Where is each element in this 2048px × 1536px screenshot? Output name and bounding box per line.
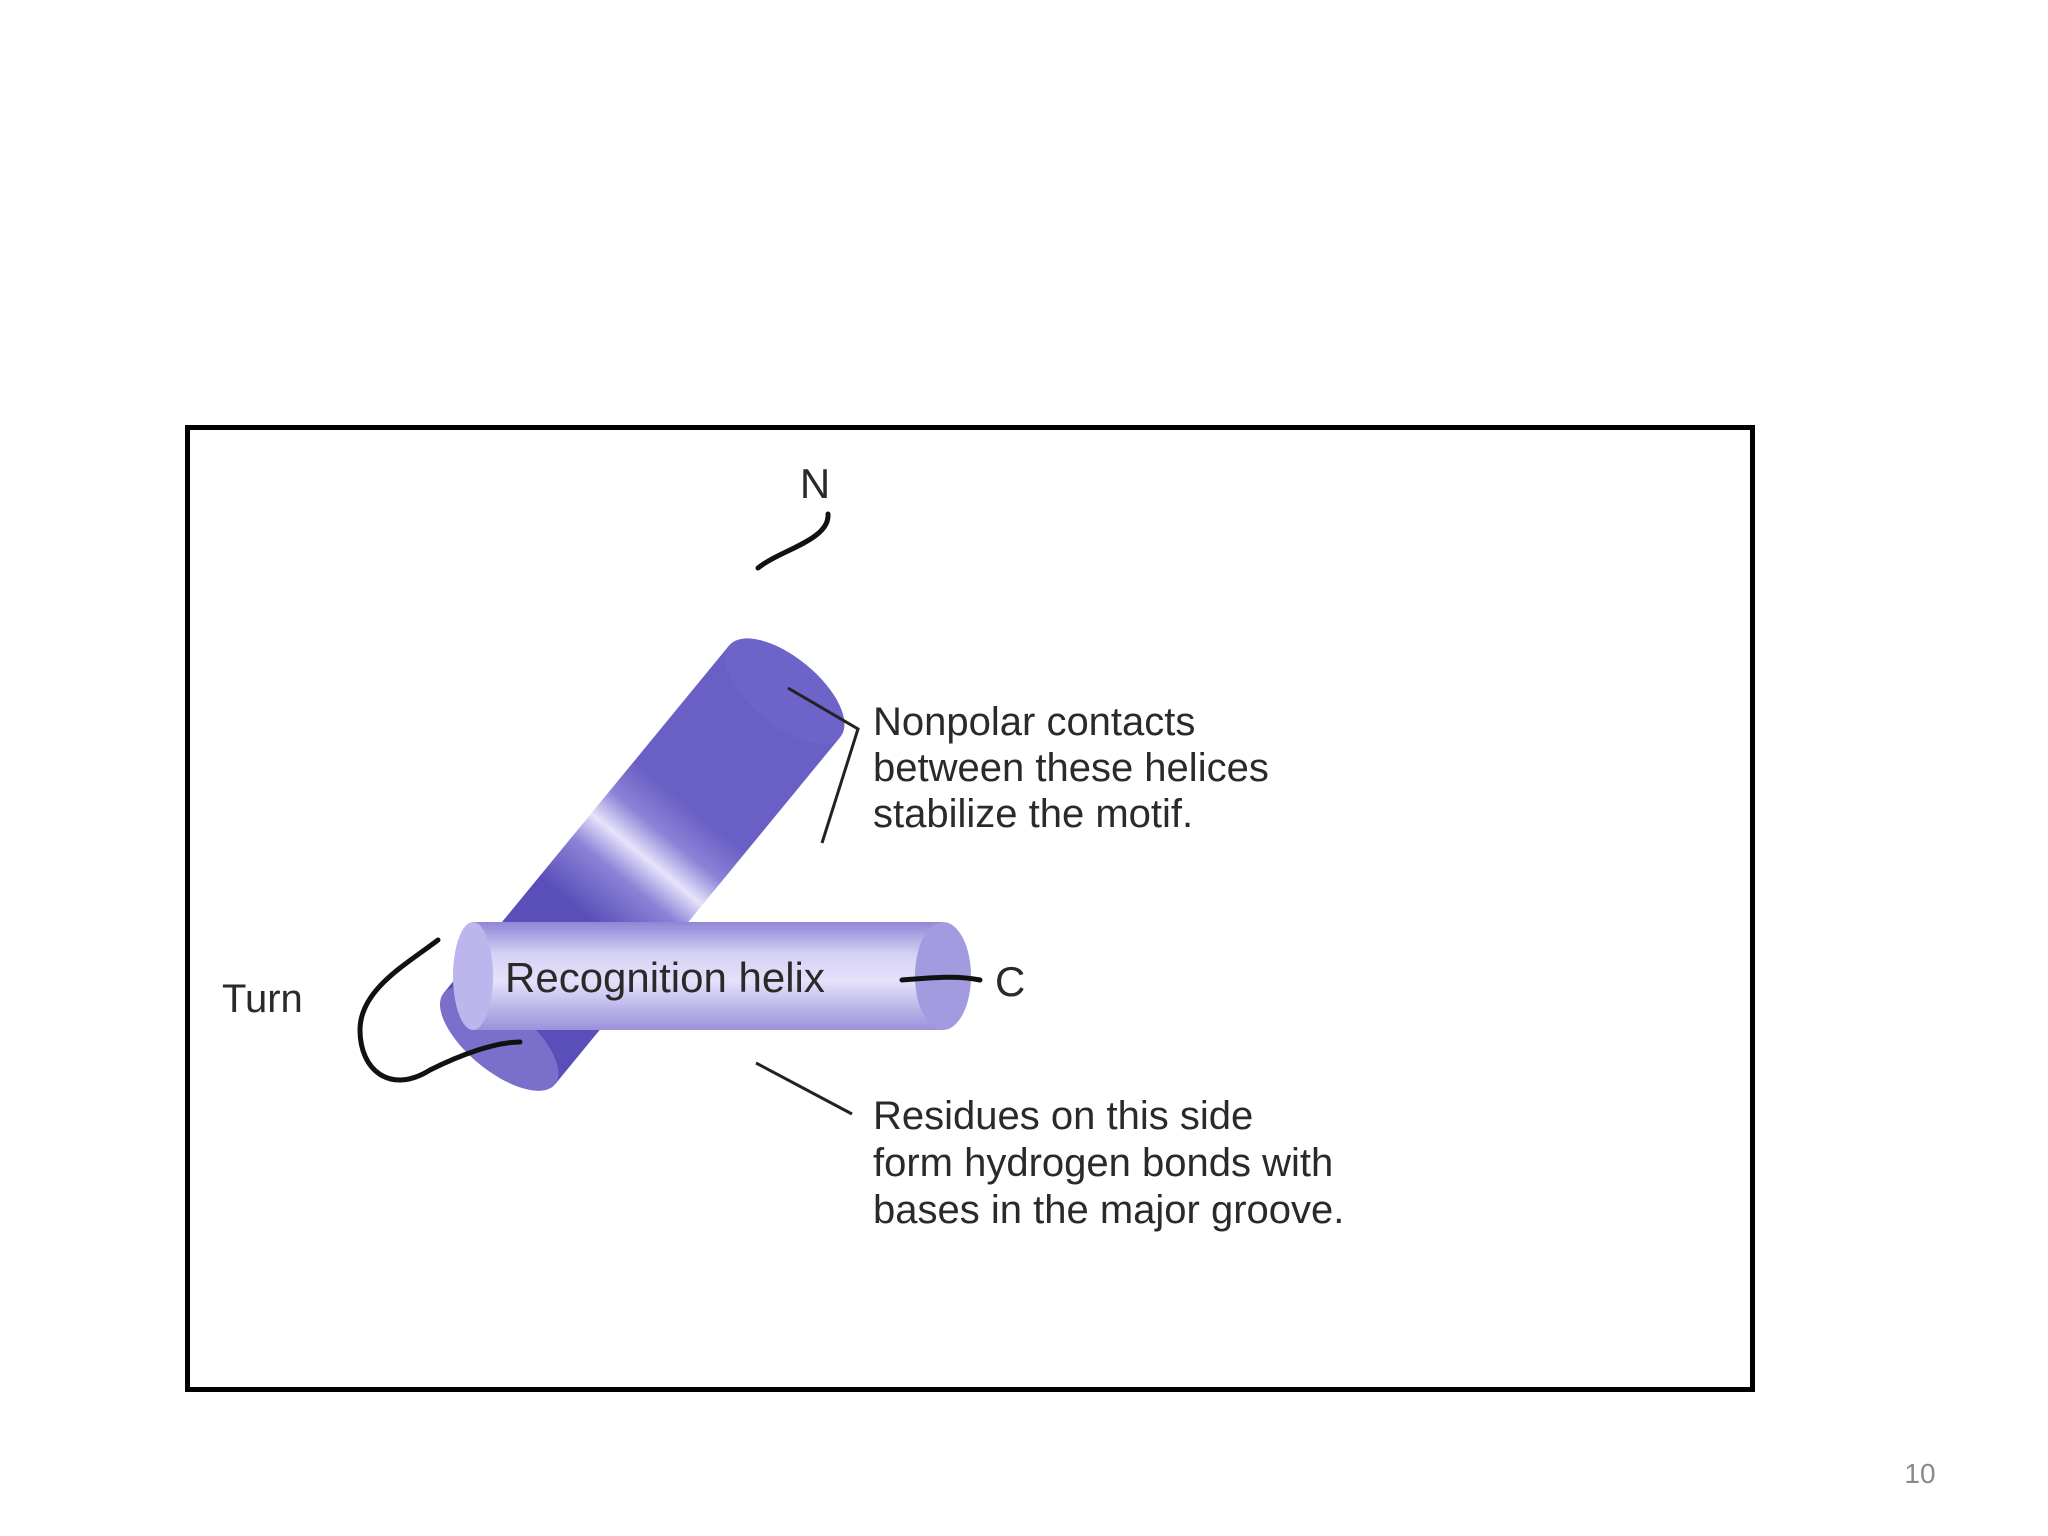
figure-frame: N Turn Recognition helix C Nonpolar cont… xyxy=(185,425,1755,1392)
helix-turn-helix-diagram: N Turn Recognition helix C Nonpolar cont… xyxy=(222,460,1344,1232)
page-number: 10 xyxy=(1904,1458,1936,1489)
residues-annotation: Residues on this side form hydrogen bond… xyxy=(873,1094,1344,1232)
n-terminus-label: N xyxy=(800,460,830,507)
turn-loop xyxy=(357,937,523,1083)
recognition-helix-label: Recognition helix xyxy=(505,954,825,1001)
c-terminus-label: C xyxy=(995,958,1025,1005)
c-terminus-line xyxy=(899,974,983,983)
nonpolar-annotation: Nonpolar contacts between these helices … xyxy=(873,700,1280,836)
nonpolar-bracket xyxy=(787,686,860,844)
n-terminus-line xyxy=(755,511,831,571)
recognition-helix: Recognition helix xyxy=(453,922,971,1030)
turn-label: Turn xyxy=(222,977,303,1021)
upper-helix-end-cap xyxy=(725,638,845,744)
residues-pointer-line xyxy=(755,1061,853,1116)
